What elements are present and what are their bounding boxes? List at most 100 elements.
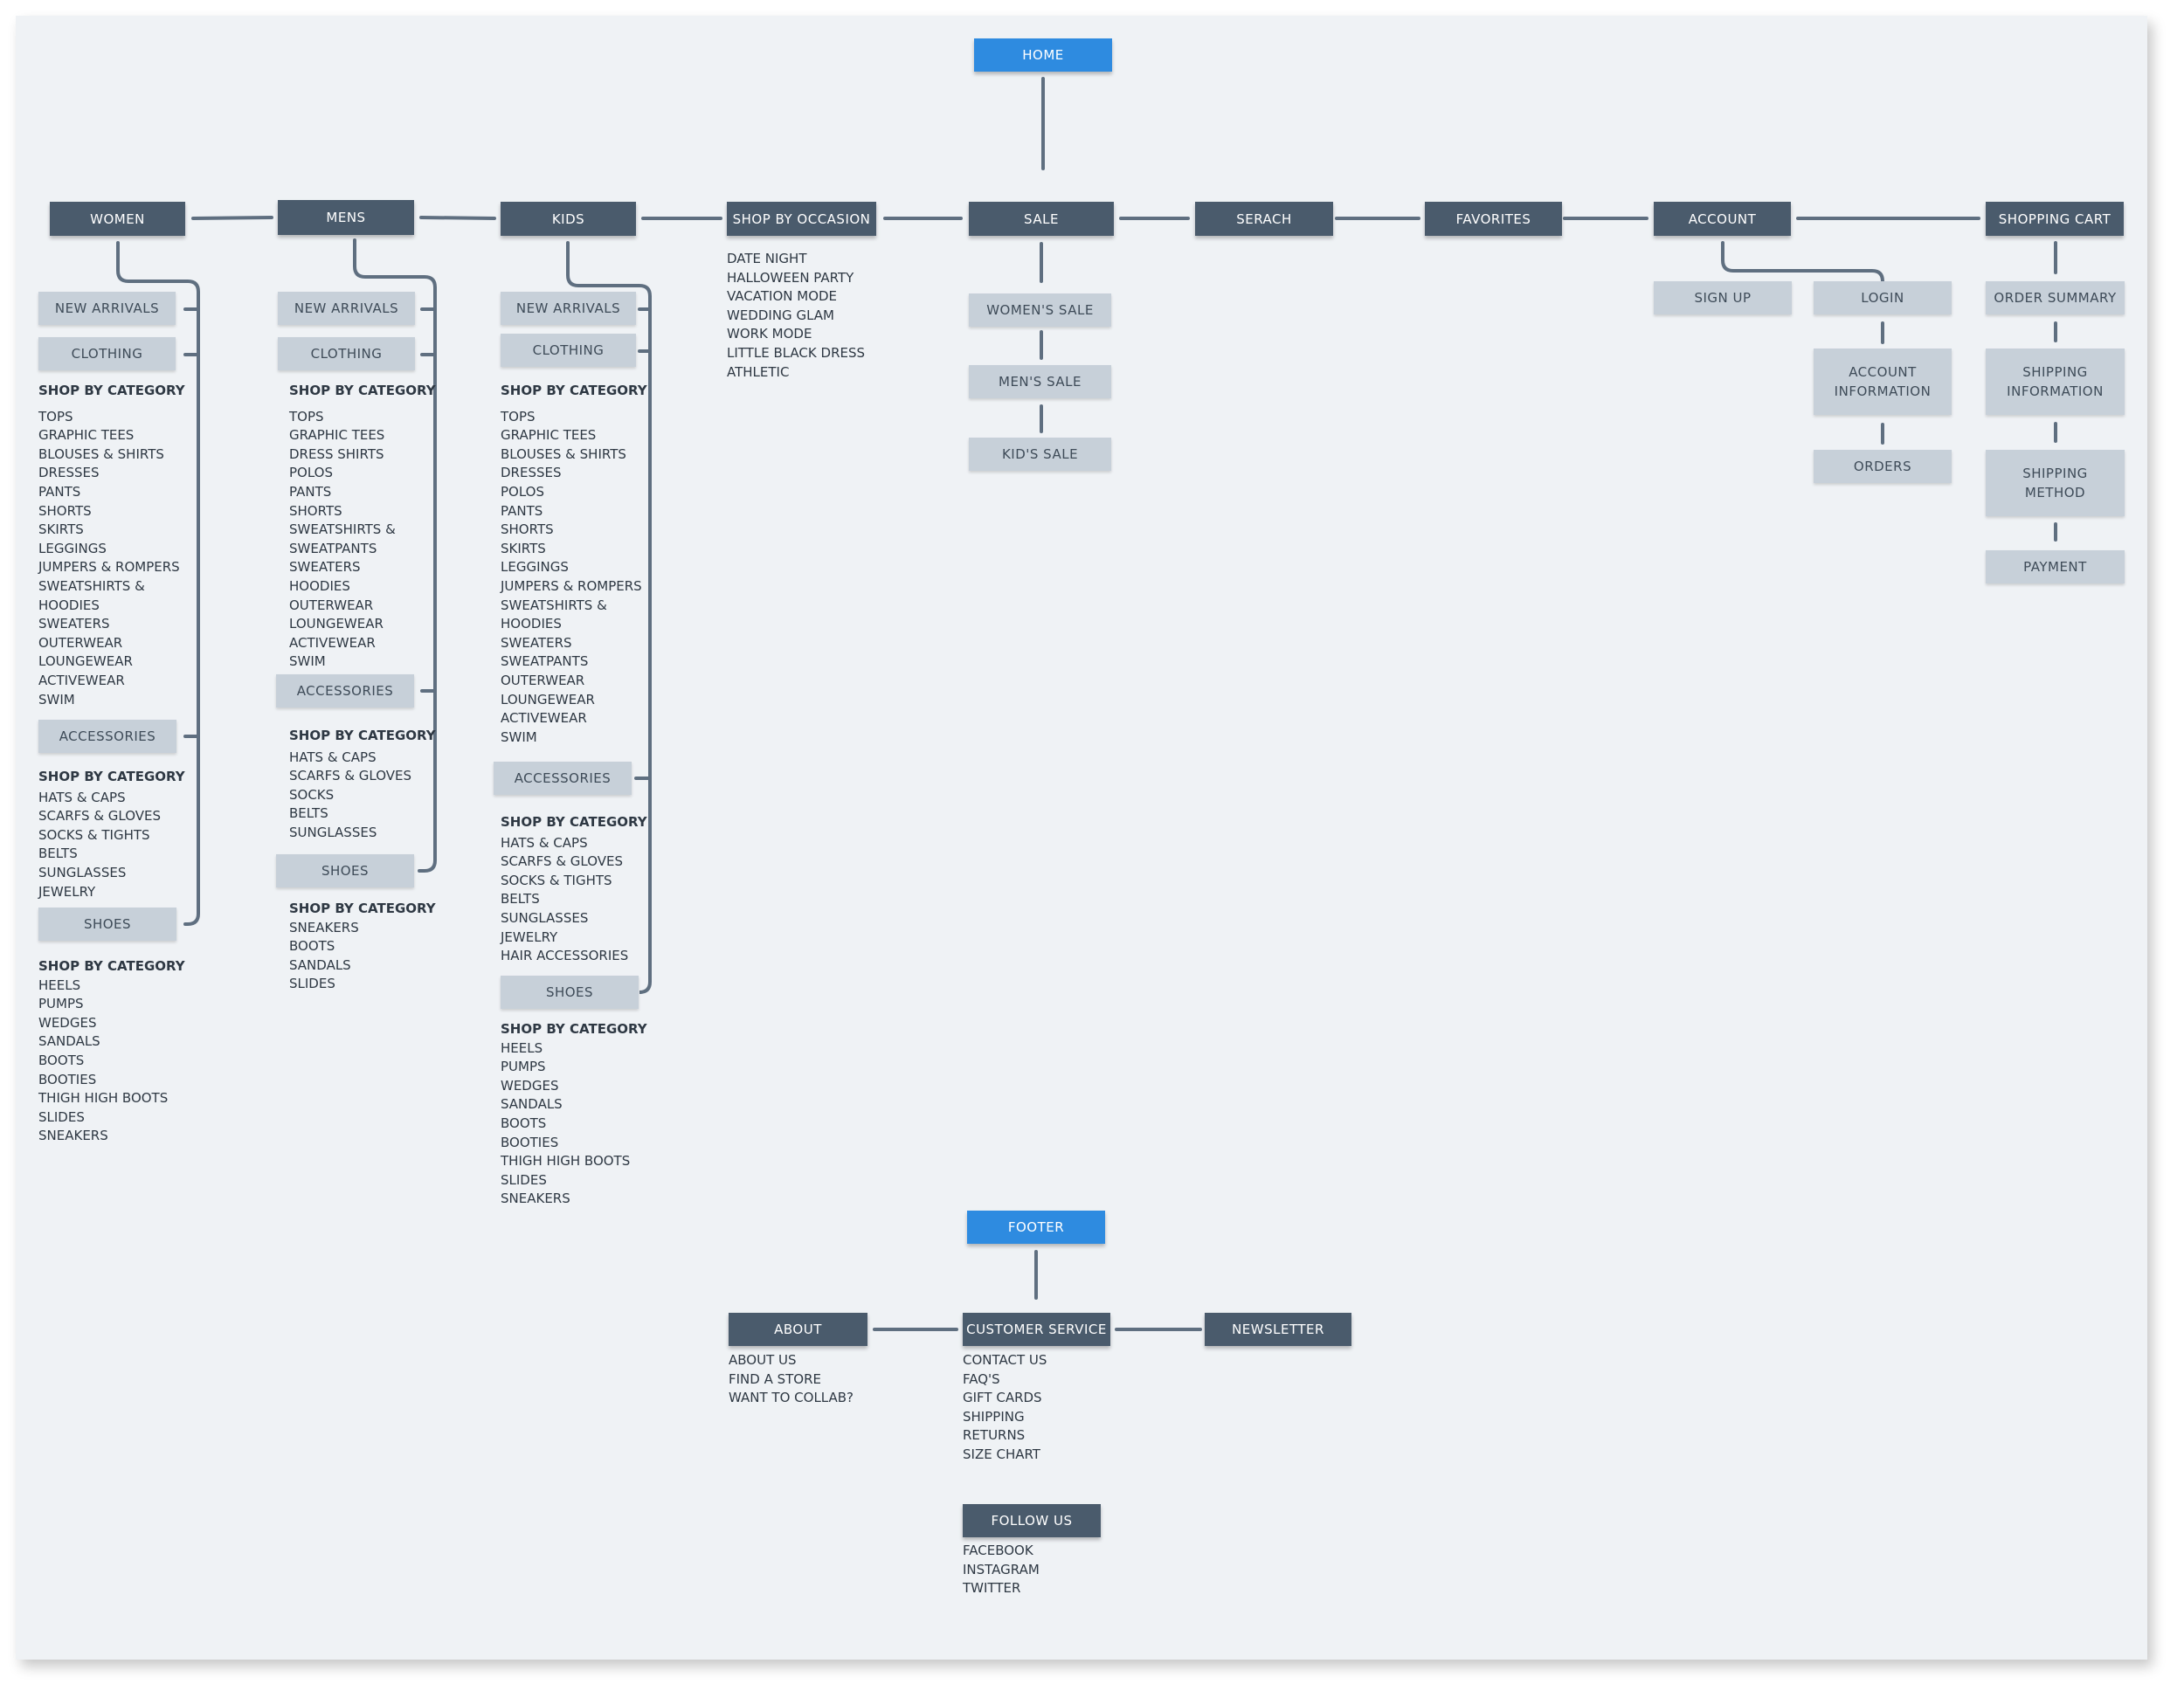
list-item[interactable]: JUMPERS & ROMPERS	[38, 559, 180, 576]
list-item[interactable]: BELTS	[289, 805, 328, 822]
mens-clothing[interactable]: CLOTHING	[278, 337, 415, 370]
kids-shoes[interactable]: SHOES	[501, 976, 639, 1009]
list-item[interactable]: DRESS SHIRTS	[289, 445, 384, 462]
list-item[interactable]: THIGH HIGH BOOTS	[38, 1090, 169, 1107]
list-item[interactable]: GRAPHIC TEES	[501, 427, 597, 444]
list-item[interactable]: JEWELRY	[38, 883, 96, 900]
list-item[interactable]: ATHLETIC	[727, 363, 790, 380]
list-item[interactable]: JUMPERS & ROMPERS	[501, 577, 642, 594]
nav-mens[interactable]: MENS	[278, 200, 414, 235]
account-information[interactable]: ACCOUNT INFORMATION	[1814, 349, 1952, 415]
list-item[interactable]: HAIR ACCESSORIES	[501, 948, 629, 964]
footer-newsletter[interactable]: NEWSLETTER	[1205, 1313, 1351, 1346]
list-item[interactable]: WORK MODE	[727, 326, 812, 342]
list-item[interactable]: ACTIVEWEAR	[289, 634, 376, 651]
nav-search[interactable]: SERACH	[1195, 202, 1333, 236]
list-item[interactable]: HATS & CAPS	[38, 789, 126, 805]
list-item[interactable]: CONTACT US	[963, 1352, 1047, 1368]
list-item[interactable]: SWEATSHIRTS &	[501, 597, 607, 613]
list-item[interactable]: PUMPS	[38, 996, 84, 1012]
list-item[interactable]: SHIPPING	[963, 1408, 1025, 1425]
list-item[interactable]: HEELS	[501, 1039, 543, 1056]
list-item[interactable]: HALLOWEEN PARTY	[727, 269, 854, 286]
list-item[interactable]: LOUNGEWEAR	[38, 653, 133, 670]
footer-node[interactable]: FOOTER	[967, 1211, 1105, 1244]
list-item[interactable]: SWEATERS	[289, 559, 361, 576]
women-new-arrivals[interactable]: NEW ARRIVALS	[38, 292, 176, 325]
footer-customer-service[interactable]: CUSTOMER SERVICE	[963, 1313, 1110, 1346]
list-item[interactable]: SCARFS & GLOVES	[501, 853, 624, 870]
women-accessories[interactable]: ACCESSORIES	[38, 720, 176, 753]
list-item[interactable]: PANTS	[289, 483, 332, 500]
list-item[interactable]: BOOTIES	[501, 1134, 559, 1150]
nav-shop-by-occasion[interactable]: SHOP BY OCCASION	[727, 202, 876, 236]
list-item[interactable]: WEDDING GLAM	[727, 307, 834, 323]
cart-order-summary[interactable]: ORDER SUMMARY	[1986, 281, 2125, 314]
list-item[interactable]: LOUNGEWEAR	[289, 616, 384, 632]
account-orders[interactable]: ORDERS	[1814, 450, 1952, 483]
list-item[interactable]: PANTS	[501, 502, 543, 519]
list-item[interactable]: HEELS	[38, 977, 81, 993]
list-item[interactable]: SLIDES	[38, 1108, 85, 1125]
list-item[interactable]: SHORTS	[38, 502, 92, 519]
mens-shoes[interactable]: SHOES	[276, 854, 414, 887]
list-item[interactable]: OUTERWEAR	[38, 634, 123, 651]
list-item[interactable]: LEGGINGS	[501, 559, 569, 576]
list-item[interactable]: SKIRTS	[38, 521, 84, 538]
list-item[interactable]: DRESSES	[501, 465, 562, 481]
nav-kids[interactable]: KIDS	[501, 202, 636, 236]
list-item[interactable]: GRAPHIC TEES	[289, 427, 385, 444]
list-item[interactable]: FACEBOOK	[963, 1543, 1033, 1558]
list-item[interactable]: WANT TO COLLAB?	[729, 1390, 854, 1406]
list-item[interactable]: BOOTIES	[38, 1071, 97, 1087]
kids-accessories[interactable]: ACCESSORIES	[494, 762, 632, 795]
list-item[interactable]: ABOUT US	[729, 1352, 797, 1368]
list-item[interactable]: SNEAKERS	[38, 1128, 108, 1144]
list-item[interactable]: LEGGINGS	[38, 540, 107, 556]
list-item[interactable]: ACTIVEWEAR	[38, 672, 125, 688]
list-item[interactable]: RETURNS	[963, 1427, 1026, 1444]
list-item[interactable]: SNEAKERS	[501, 1191, 570, 1207]
footer-about[interactable]: ABOUT	[729, 1313, 867, 1346]
list-item[interactable]: DATE NIGHT	[727, 251, 807, 266]
list-item[interactable]: BELTS	[38, 846, 78, 862]
mens-new-arrivals[interactable]: NEW ARRIVALS	[278, 292, 415, 325]
list-item[interactable]: SANDALS	[289, 956, 351, 973]
list-item[interactable]: TOPS	[501, 408, 536, 424]
list-item[interactable]: SKIRTS	[501, 540, 546, 556]
list-item[interactable]: LOUNGEWEAR	[501, 691, 595, 708]
sale-kids[interactable]: KID'S SALE	[969, 438, 1111, 471]
list-item[interactable]: HOODIES	[289, 577, 350, 594]
kids-new-arrivals[interactable]: NEW ARRIVALS	[501, 292, 636, 325]
list-item[interactable]: SWIM	[38, 691, 75, 708]
list-item[interactable]: FIND A STORE	[729, 1370, 822, 1387]
sale-womens[interactable]: WOMEN'S SALE	[969, 293, 1111, 327]
list-item[interactable]: WEDGES	[38, 1014, 97, 1031]
list-item[interactable]: SLIDES	[289, 976, 335, 992]
list-item[interactable]: SUNGLASSES	[289, 824, 377, 840]
list-item[interactable]: INSTAGRAM	[963, 1561, 1040, 1577]
list-item[interactable]: PUMPS	[501, 1059, 546, 1075]
list-item[interactable]: SUNGLASSES	[501, 909, 589, 926]
women-clothing[interactable]: CLOTHING	[38, 337, 176, 370]
list-item[interactable]: HOODIES	[501, 616, 562, 632]
cart-payment[interactable]: PAYMENT	[1986, 550, 2125, 583]
list-item[interactable]: POLOS	[289, 465, 334, 481]
list-item[interactable]: JEWELRY	[501, 928, 558, 945]
mens-accessories[interactable]: ACCESSORIES	[276, 674, 414, 708]
list-item[interactable]: TOPS	[289, 408, 324, 424]
list-item[interactable]: BOOTS	[38, 1052, 85, 1068]
list-item[interactable]: SLIDES	[501, 1171, 547, 1188]
cart-shipping-information[interactable]: SHIPPING INFORMATION	[1986, 349, 2125, 415]
list-item[interactable]: SANDALS	[38, 1033, 100, 1050]
footer-follow-us[interactable]: FOLLOW US	[963, 1504, 1101, 1537]
list-item[interactable]: SWEATPANTS	[289, 540, 377, 556]
home-node[interactable]: HOME	[974, 38, 1112, 72]
list-item[interactable]: SHORTS	[501, 521, 554, 538]
women-shoes[interactable]: SHOES	[38, 908, 176, 941]
nav-favorites[interactable]: FAVORITES	[1425, 202, 1562, 236]
list-item[interactable]: BELTS	[501, 891, 540, 908]
list-item[interactable]: SWEATERS	[38, 616, 110, 632]
list-item[interactable]: HATS & CAPS	[501, 834, 588, 851]
kids-clothing[interactable]: CLOTHING	[501, 334, 636, 367]
